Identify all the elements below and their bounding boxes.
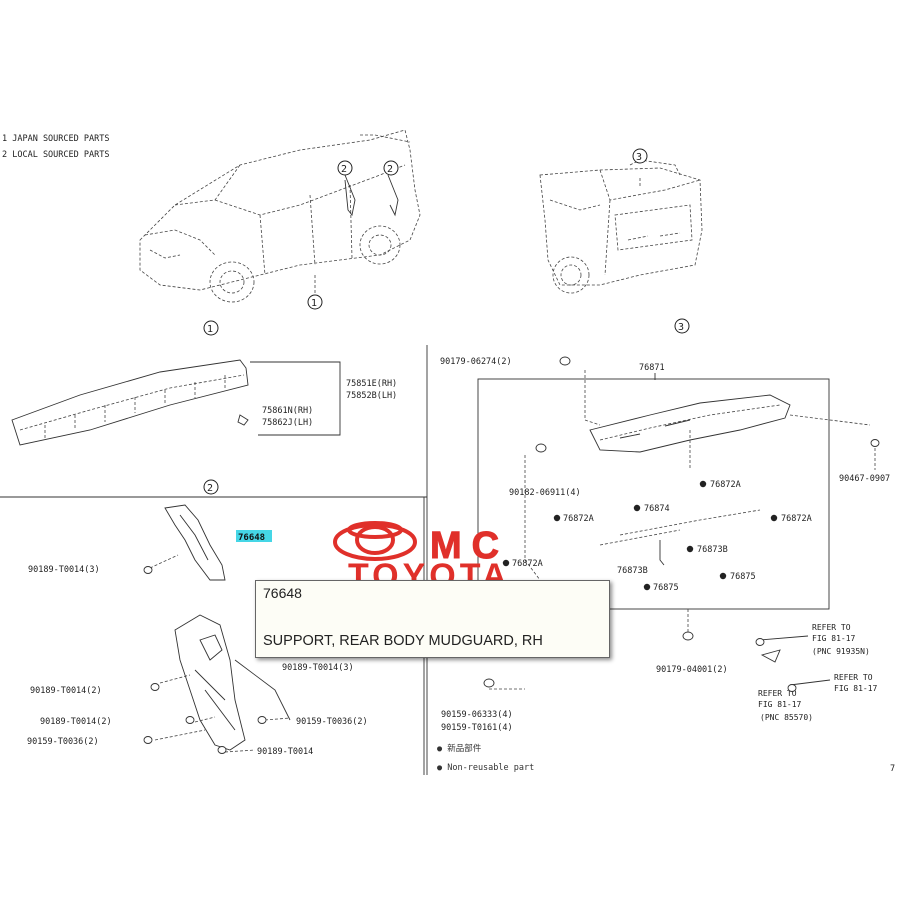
label-76872a-3: 76872A [563,514,594,524]
legend-line-2: 2 LOCAL SOURCED PARTS [2,150,109,160]
label-refer-to-1: REFER TO [812,623,851,632]
label-90179-06274: 90179-06274(2) [440,357,512,367]
label-90189-t0014: 90189-T0014 [257,747,313,757]
leader-refer-3 [789,679,831,686]
label-90189-t0014-3: 90189-T0014(3) [28,565,100,575]
leader-refer-1 [759,635,809,641]
label-76872a-4: 76872A [512,559,543,569]
label-76875-2: 76875 [653,583,679,593]
label-76874: 76874 [644,504,670,514]
clip-refer-2 [760,649,781,663]
label-76873b-2: 76873B [617,566,648,576]
label-76872a-2: 76872A [781,514,812,524]
label-refer-to-3: REFER TO [834,673,873,682]
label-90189-t0014-3b: 90189-T0014(3) [282,663,354,673]
marker-front-car [307,294,323,310]
marker-side-door-b [383,160,399,176]
back-door-garnish-illustration [524,370,871,581]
label-90179-04001: 90179-04001(2) [656,665,728,675]
legend-line-1: 1 JAPAN SOURCED PARTS [2,134,109,144]
label-90159-t0036-2: 90159-T0036(2) [27,737,99,747]
label-75861n: 75861N(RH) [262,406,313,416]
note-line-2: ● Non-reusable part [437,763,534,773]
marker-front-car-text: 1 [311,298,317,309]
tooltip-part-code: 76648 [263,585,302,601]
label-corner-number: 7 [890,764,895,774]
marker-rear-car-bottom-text: 3 [678,322,684,333]
label-75862j: 75862J(LH) [262,418,313,428]
label-90159-06333: 90159-06333(4) [441,710,513,720]
label-90159-t0036-2b: 90159-T0036(2) [296,717,368,727]
front-car-illustration [139,129,421,303]
marker-rear-car-text: 3 [636,152,642,163]
rear-car-illustration [539,159,703,294]
marker-side-door-text: 2 [341,164,347,175]
label-75851e: 75851E(RH) [346,379,397,389]
marker-side-door-b-text: 2 [387,164,393,175]
label-76871: 76871 [639,363,665,373]
note-line-1: ● 新品部件 [437,743,482,754]
marker-front-car-bottom-text: 1 [207,324,213,335]
marker-moulding-section-text: 2 [207,483,213,494]
label-90159-t0161: 90159-T0161(4) [441,723,513,733]
label-fig-81-17-1: FIG 81-17 [812,634,856,643]
label-90467-0907: 90467-0907 [839,474,890,484]
label-76873b: 76873B [697,545,728,555]
label-fig-81-17-2: FIG 81-17 [758,700,802,709]
tooltip-part-name: SUPPORT, REAR BODY MUDGUARD, RH [263,633,543,649]
marker-side-door [337,160,353,176]
label-75852b: 75852B(LH) [346,391,397,401]
marker-front-car-bottom [203,320,219,336]
leader-76874 [659,540,665,566]
highlight-76648-box [236,530,272,542]
side-moulding-illustration [11,359,341,446]
label-90182-06911: 90182-06911(4) [509,488,581,498]
label-fig-81-17-3: FIG 81-17 [834,684,878,693]
label-90189-t0014-2: 90189-T0014(2) [30,686,102,696]
mudguard-support-illustration [149,504,291,753]
label-pnc-85570: (PNC 85570) [760,713,813,722]
label-76872a-1: 76872A [710,480,741,490]
label-refer-to-2: REFER TO [758,689,797,698]
marker-rear-car-bottom [674,318,690,334]
part-tooltip: 76648 SUPPORT, REAR BODY MUDGUARD, RH [255,580,610,658]
label-pnc-91935n: (PNC 91935N) [812,647,870,656]
marker-rear-car [632,148,648,164]
label-90189-t0014-2b: 90189-T0014(2) [40,717,112,727]
label-76648-highlight[interactable]: 76648 [238,533,265,543]
marker-moulding-section [203,479,219,495]
right-panel-box [477,378,830,610]
label-76875-1: 76875 [730,572,756,582]
